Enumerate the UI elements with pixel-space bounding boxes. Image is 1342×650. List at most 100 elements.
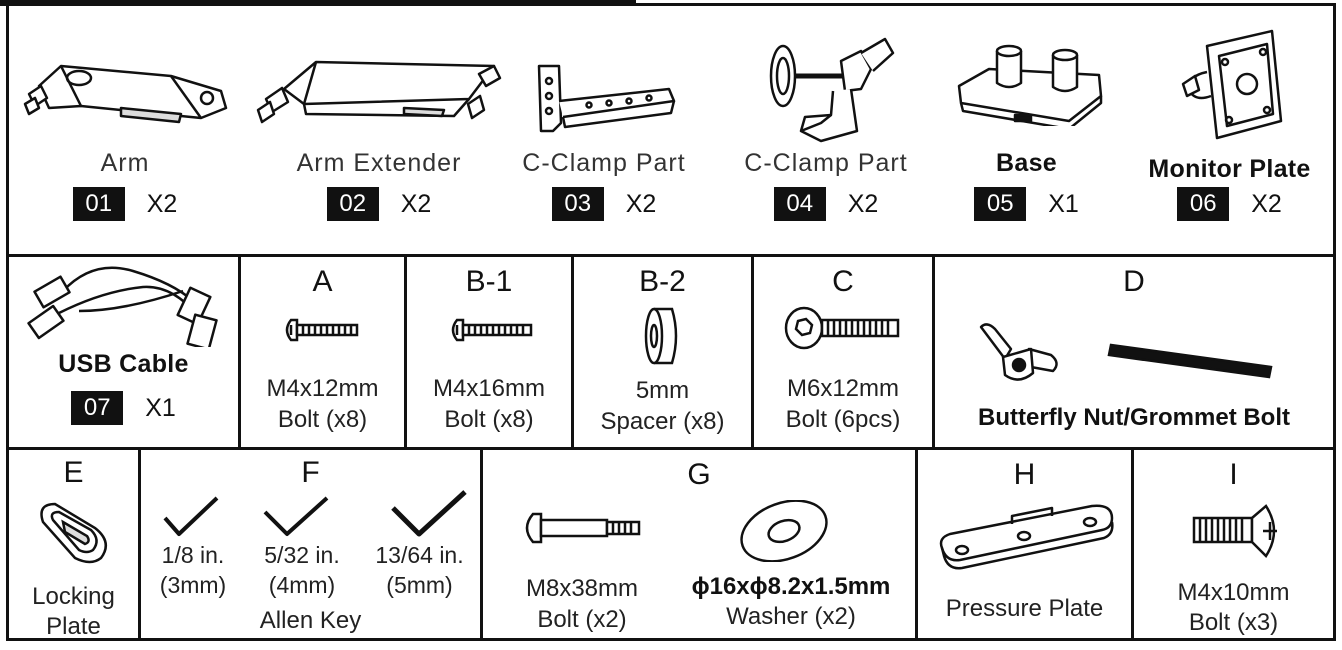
hardware-desc: Plate xyxy=(46,613,101,640)
countersunk-bolt-icon xyxy=(1190,502,1284,560)
divider xyxy=(9,447,1333,450)
hardware-letter: A xyxy=(312,265,333,298)
part-name: USB Cable xyxy=(58,350,189,378)
part-number-badge: 01 xyxy=(72,187,125,221)
allen-key-mm: (3mm) xyxy=(159,572,227,598)
divider xyxy=(1131,447,1134,638)
hardware-letter: F xyxy=(301,456,320,489)
hardware-size: M8x38mm xyxy=(525,575,639,602)
grommet-bolt-icon xyxy=(1107,339,1277,381)
part-c-clamp-03: C-Clamp Part 03 X2 xyxy=(504,6,704,254)
part-number-badge: 07 xyxy=(71,391,124,425)
allen-key-mm: (4mm) xyxy=(268,572,336,598)
allen-key-size: 13/64 in. xyxy=(375,542,464,568)
hardware-d: D Butterfly Nut/Grommet Bolt xyxy=(935,257,1333,447)
allen-key-icon xyxy=(391,488,467,538)
hardware-letter: G xyxy=(687,458,711,491)
washer-icon xyxy=(737,500,831,562)
divider xyxy=(404,254,407,447)
hardware-c: C M6x12mm Bolt (6pcs) xyxy=(754,257,932,447)
hardware-desc: Bolt (x8) xyxy=(277,406,368,433)
quantity-row: 02 X2 xyxy=(244,187,514,221)
part-arm: Arm 01 X2 xyxy=(9,6,241,254)
hardware-desc: Spacer (x8) xyxy=(600,408,725,435)
part-arm-extender: Arm Extender 02 X2 xyxy=(244,6,514,254)
bolt-icon xyxy=(281,317,361,343)
hardware-e: E Locking Plate xyxy=(9,450,138,640)
hardware-letter: C xyxy=(832,265,854,298)
hardware-desc: Pressure Plate xyxy=(945,595,1104,622)
part-quantity: X2 xyxy=(1251,189,1282,218)
divider xyxy=(480,447,483,638)
hardware-size: M4x16mm xyxy=(432,375,546,402)
divider xyxy=(238,254,241,447)
divider xyxy=(571,254,574,447)
part-number-badge: 02 xyxy=(326,187,379,221)
part-name: Base xyxy=(996,149,1057,177)
hardware-desc: Butterfly Nut/Grommet Bolt xyxy=(978,404,1290,431)
hardware-desc: Bolt (6pcs) xyxy=(785,406,901,433)
hardware-g: G M8x38mm Bolt (x2) ϕ16xϕ8.2x1.5mm Washe… xyxy=(483,450,915,638)
hardware-size: 5mm xyxy=(635,377,690,404)
part-quantity: X1 xyxy=(1048,189,1079,218)
hardware-b1: B-1 M4x16mm Bolt (x8) xyxy=(407,257,571,447)
part-name: C-Clamp Part xyxy=(744,149,908,177)
part-quantity: X2 xyxy=(400,189,432,218)
part-base: Base 05 X1 xyxy=(929,6,1124,254)
quantity-row: 05 X1 xyxy=(929,187,1124,221)
locking-plate-icon xyxy=(35,498,115,568)
part-quantity: X2 xyxy=(146,189,178,218)
part-number-badge: 06 xyxy=(1177,187,1230,221)
part-usb-cable: USB Cable 07 X1 xyxy=(9,257,238,447)
hardware-size: M4x12mm xyxy=(266,375,379,402)
part-name: Monitor Plate xyxy=(1148,155,1311,183)
part-monitor-plate: Monitor Plate 06 X2 xyxy=(1127,6,1332,254)
divider xyxy=(751,254,754,447)
part-name: Arm Extender xyxy=(296,149,462,177)
allen-key-icon xyxy=(263,494,329,538)
part-quantity: X2 xyxy=(625,189,657,218)
c-clamp-bracket-icon xyxy=(529,61,679,136)
hardware-letter: E xyxy=(63,456,84,489)
base-icon xyxy=(949,41,1109,126)
part-quantity: X2 xyxy=(847,189,879,218)
parts-list-sheet: Arm 01 X2 Arm Extender 02 X2 xyxy=(6,3,1336,641)
allen-key-size: 5/32 in. xyxy=(264,542,340,568)
part-name: Arm xyxy=(100,149,150,177)
quantity-row: 06 X2 xyxy=(1127,187,1332,221)
hardware-size: M6x12mm xyxy=(786,375,900,402)
arm-icon xyxy=(21,46,231,136)
pressure-plate-icon xyxy=(932,498,1118,578)
hex-bolt-icon xyxy=(782,305,902,351)
allen-key-mm: (5mm) xyxy=(386,572,453,598)
quantity-row: 04 X2 xyxy=(721,187,931,221)
shoulder-bolt-icon xyxy=(519,510,643,546)
allen-key-icon xyxy=(163,494,219,538)
arm-extender-icon xyxy=(254,44,504,134)
hardware-i: I M4x10mm Bolt (x3) xyxy=(1134,450,1333,638)
hardware-size: ϕ16xϕ8.2x1.5mm xyxy=(691,573,891,600)
c-clamp-screw-icon xyxy=(761,31,901,146)
monitor-plate-icon xyxy=(1177,26,1287,144)
hardware-desc: Bolt (x8) xyxy=(444,406,534,433)
hardware-desc: Bolt (x2) xyxy=(537,606,627,633)
allen-key-size: 1/8 in. xyxy=(161,542,225,568)
divider xyxy=(9,254,1333,257)
spacer-icon xyxy=(642,305,682,367)
hardware-letter: D xyxy=(1123,265,1145,298)
hardware-h: H Pressure Plate xyxy=(918,450,1131,638)
usb-cable-icon xyxy=(23,261,223,347)
hardware-desc: Allen Key xyxy=(259,607,362,634)
hardware-a: A M4x12mm Bolt (x8) xyxy=(241,257,404,447)
part-number-badge: 03 xyxy=(551,187,604,221)
hardware-desc: Washer (x2) xyxy=(726,603,856,630)
butterfly-nut-icon xyxy=(975,319,1065,389)
hardware-letter: B-2 xyxy=(639,265,686,298)
divider xyxy=(932,254,935,447)
hardware-letter: H xyxy=(1013,458,1036,491)
hardware-f: F 1/8 in. (3mm) 5/32 in. (4mm) 13/64 in.… xyxy=(141,450,480,638)
quantity-row: 03 X2 xyxy=(504,187,704,221)
hardware-b2: B-2 5mm Spacer (x8) xyxy=(574,257,751,447)
part-number-badge: 05 xyxy=(974,187,1027,221)
quantity-row: 01 X2 xyxy=(9,187,241,221)
